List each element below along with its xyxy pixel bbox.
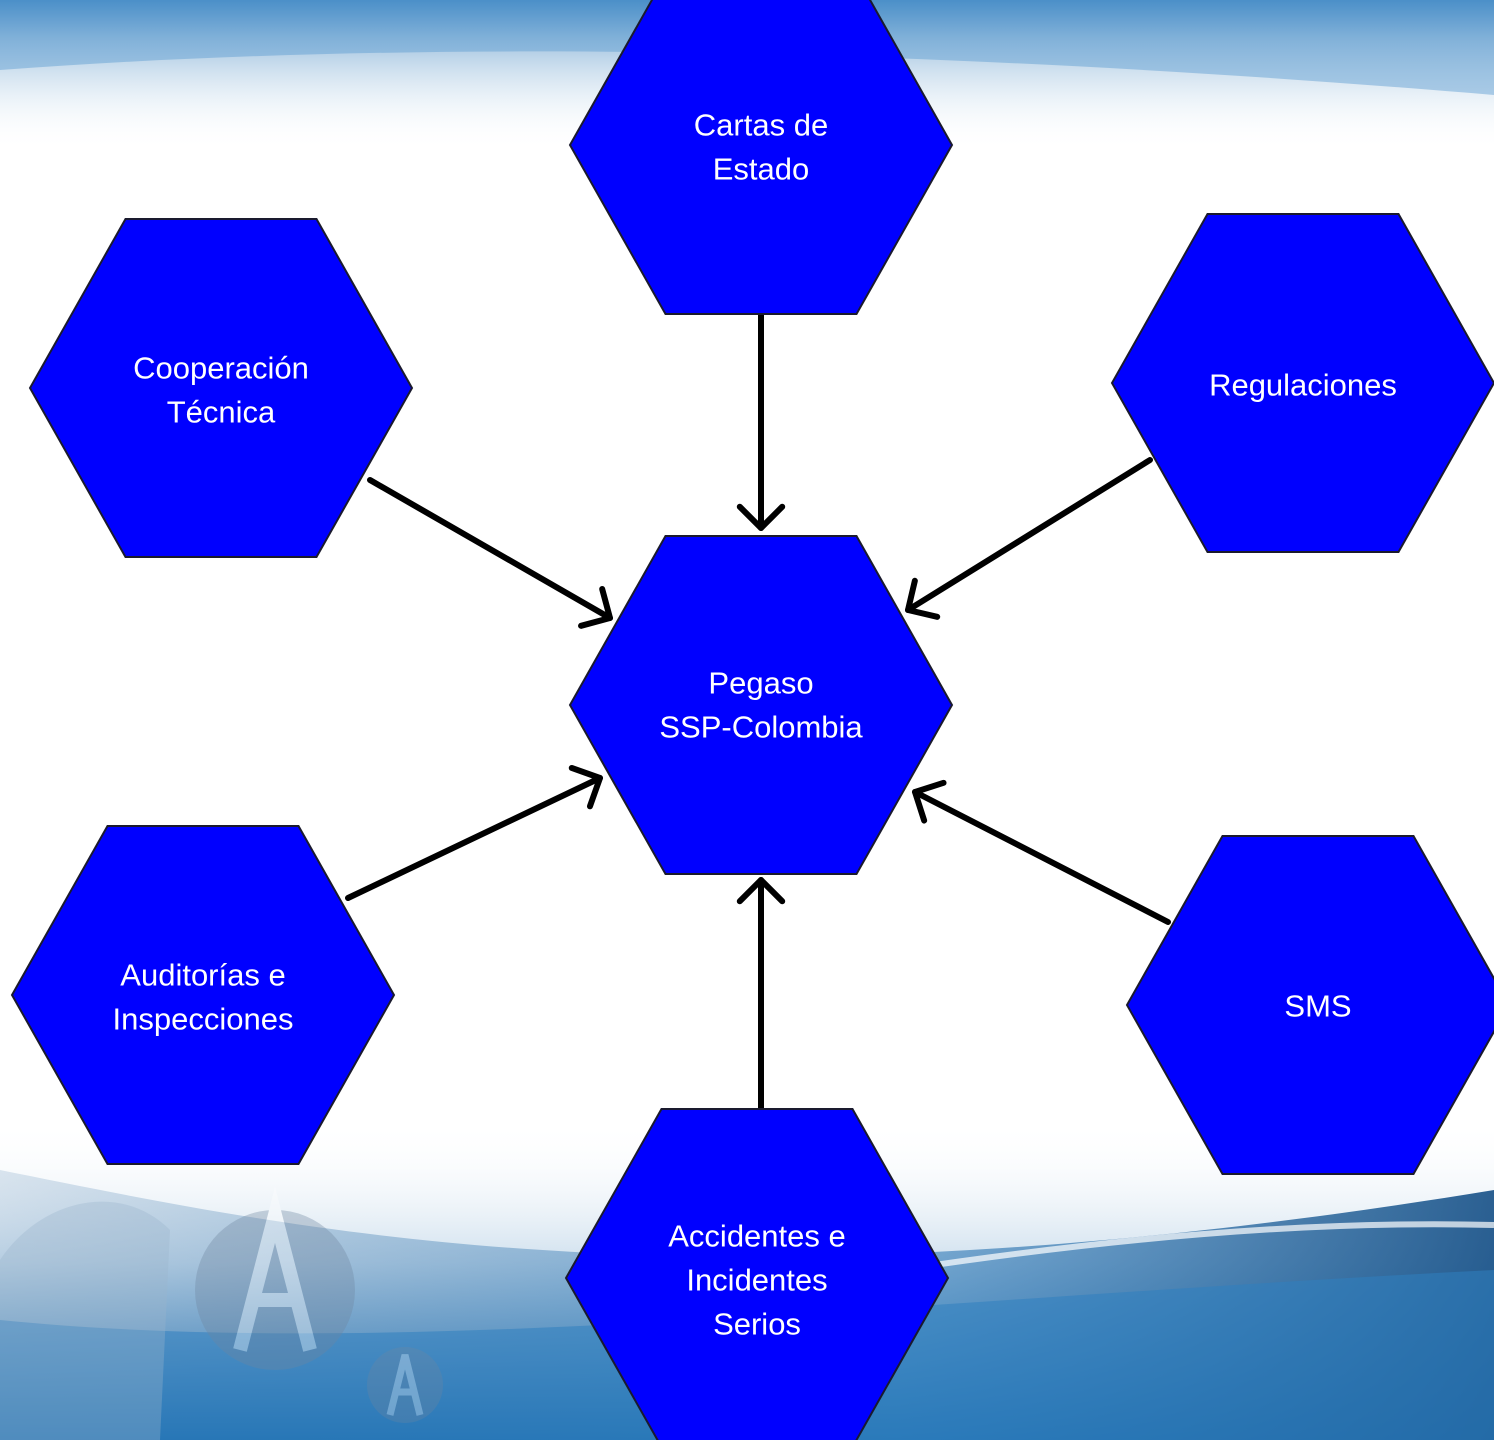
- hexagon-label-line: Inspecciones: [113, 1002, 294, 1037]
- hexagon-label-line: SMS: [1284, 989, 1351, 1024]
- arrowhead: [568, 764, 603, 810]
- hexagon-label-line: Serios: [713, 1307, 801, 1342]
- arrow-regulaciones-to-center: [905, 457, 1153, 620]
- hexagon-label-line: Regulaciones: [1209, 368, 1397, 403]
- left-logo-fragment: [0, 1201, 170, 1440]
- aerocivil-logo-icon: [195, 1187, 355, 1370]
- arrow-sms-to-center: [912, 779, 1171, 925]
- hexagon-label-line: SSP-Colombia: [659, 710, 863, 745]
- arrow-shaft: [367, 477, 613, 621]
- hexagon-shape: [568, 535, 954, 875]
- hexagon-shape: [564, 1108, 950, 1440]
- hexagon-label-line: Cooperación: [133, 351, 309, 386]
- hexagon-label-line: Cartas de: [694, 108, 828, 143]
- hexagon-auditorias: Auditorías e Inspecciones: [10, 825, 396, 1165]
- arrow-auditorias-to-center: [345, 764, 603, 901]
- arrowhead: [736, 877, 786, 905]
- arrowhead: [905, 577, 941, 620]
- hexagon-label-line: Técnica: [167, 395, 276, 430]
- hexagon-shape: [10, 825, 396, 1165]
- hexagon-shape: [1125, 835, 1494, 1175]
- bottom-swoosh-highlight: [899, 1221, 1494, 1273]
- hexagon-cartas: Cartas de Estado: [568, 0, 954, 315]
- hexagon-label-line: Auditorías e: [120, 958, 285, 993]
- arrow-accidentes-to-center: [736, 877, 786, 1113]
- aerocivil-logo-icon: [367, 1347, 443, 1423]
- hexagon-shape: [1110, 213, 1494, 553]
- hexagon-sms: SMS: [1125, 835, 1494, 1175]
- hexagon-label-line: Pegaso: [708, 666, 813, 701]
- hexagon-regulaciones: Regulaciones: [1110, 213, 1494, 553]
- hexagon-label-line: Incidentes: [686, 1263, 827, 1298]
- connector-arrows: [345, 312, 1171, 1113]
- hexagon-shape: [28, 218, 414, 558]
- arrow-cooperacion-to-center: [367, 477, 613, 629]
- arrow-shaft: [345, 775, 603, 901]
- arrowhead: [912, 779, 947, 824]
- hexagon-label-line: Accidentes e: [668, 1219, 846, 1254]
- arrow-shaft: [905, 457, 1153, 613]
- arrowhead: [736, 503, 786, 531]
- arrowhead: [578, 586, 613, 629]
- arrow-cartas-to-center: [736, 312, 786, 531]
- arrow-shaft: [912, 789, 1171, 925]
- hexagon-shape: [568, 0, 954, 315]
- hexagon-label-line: Estado: [713, 152, 810, 187]
